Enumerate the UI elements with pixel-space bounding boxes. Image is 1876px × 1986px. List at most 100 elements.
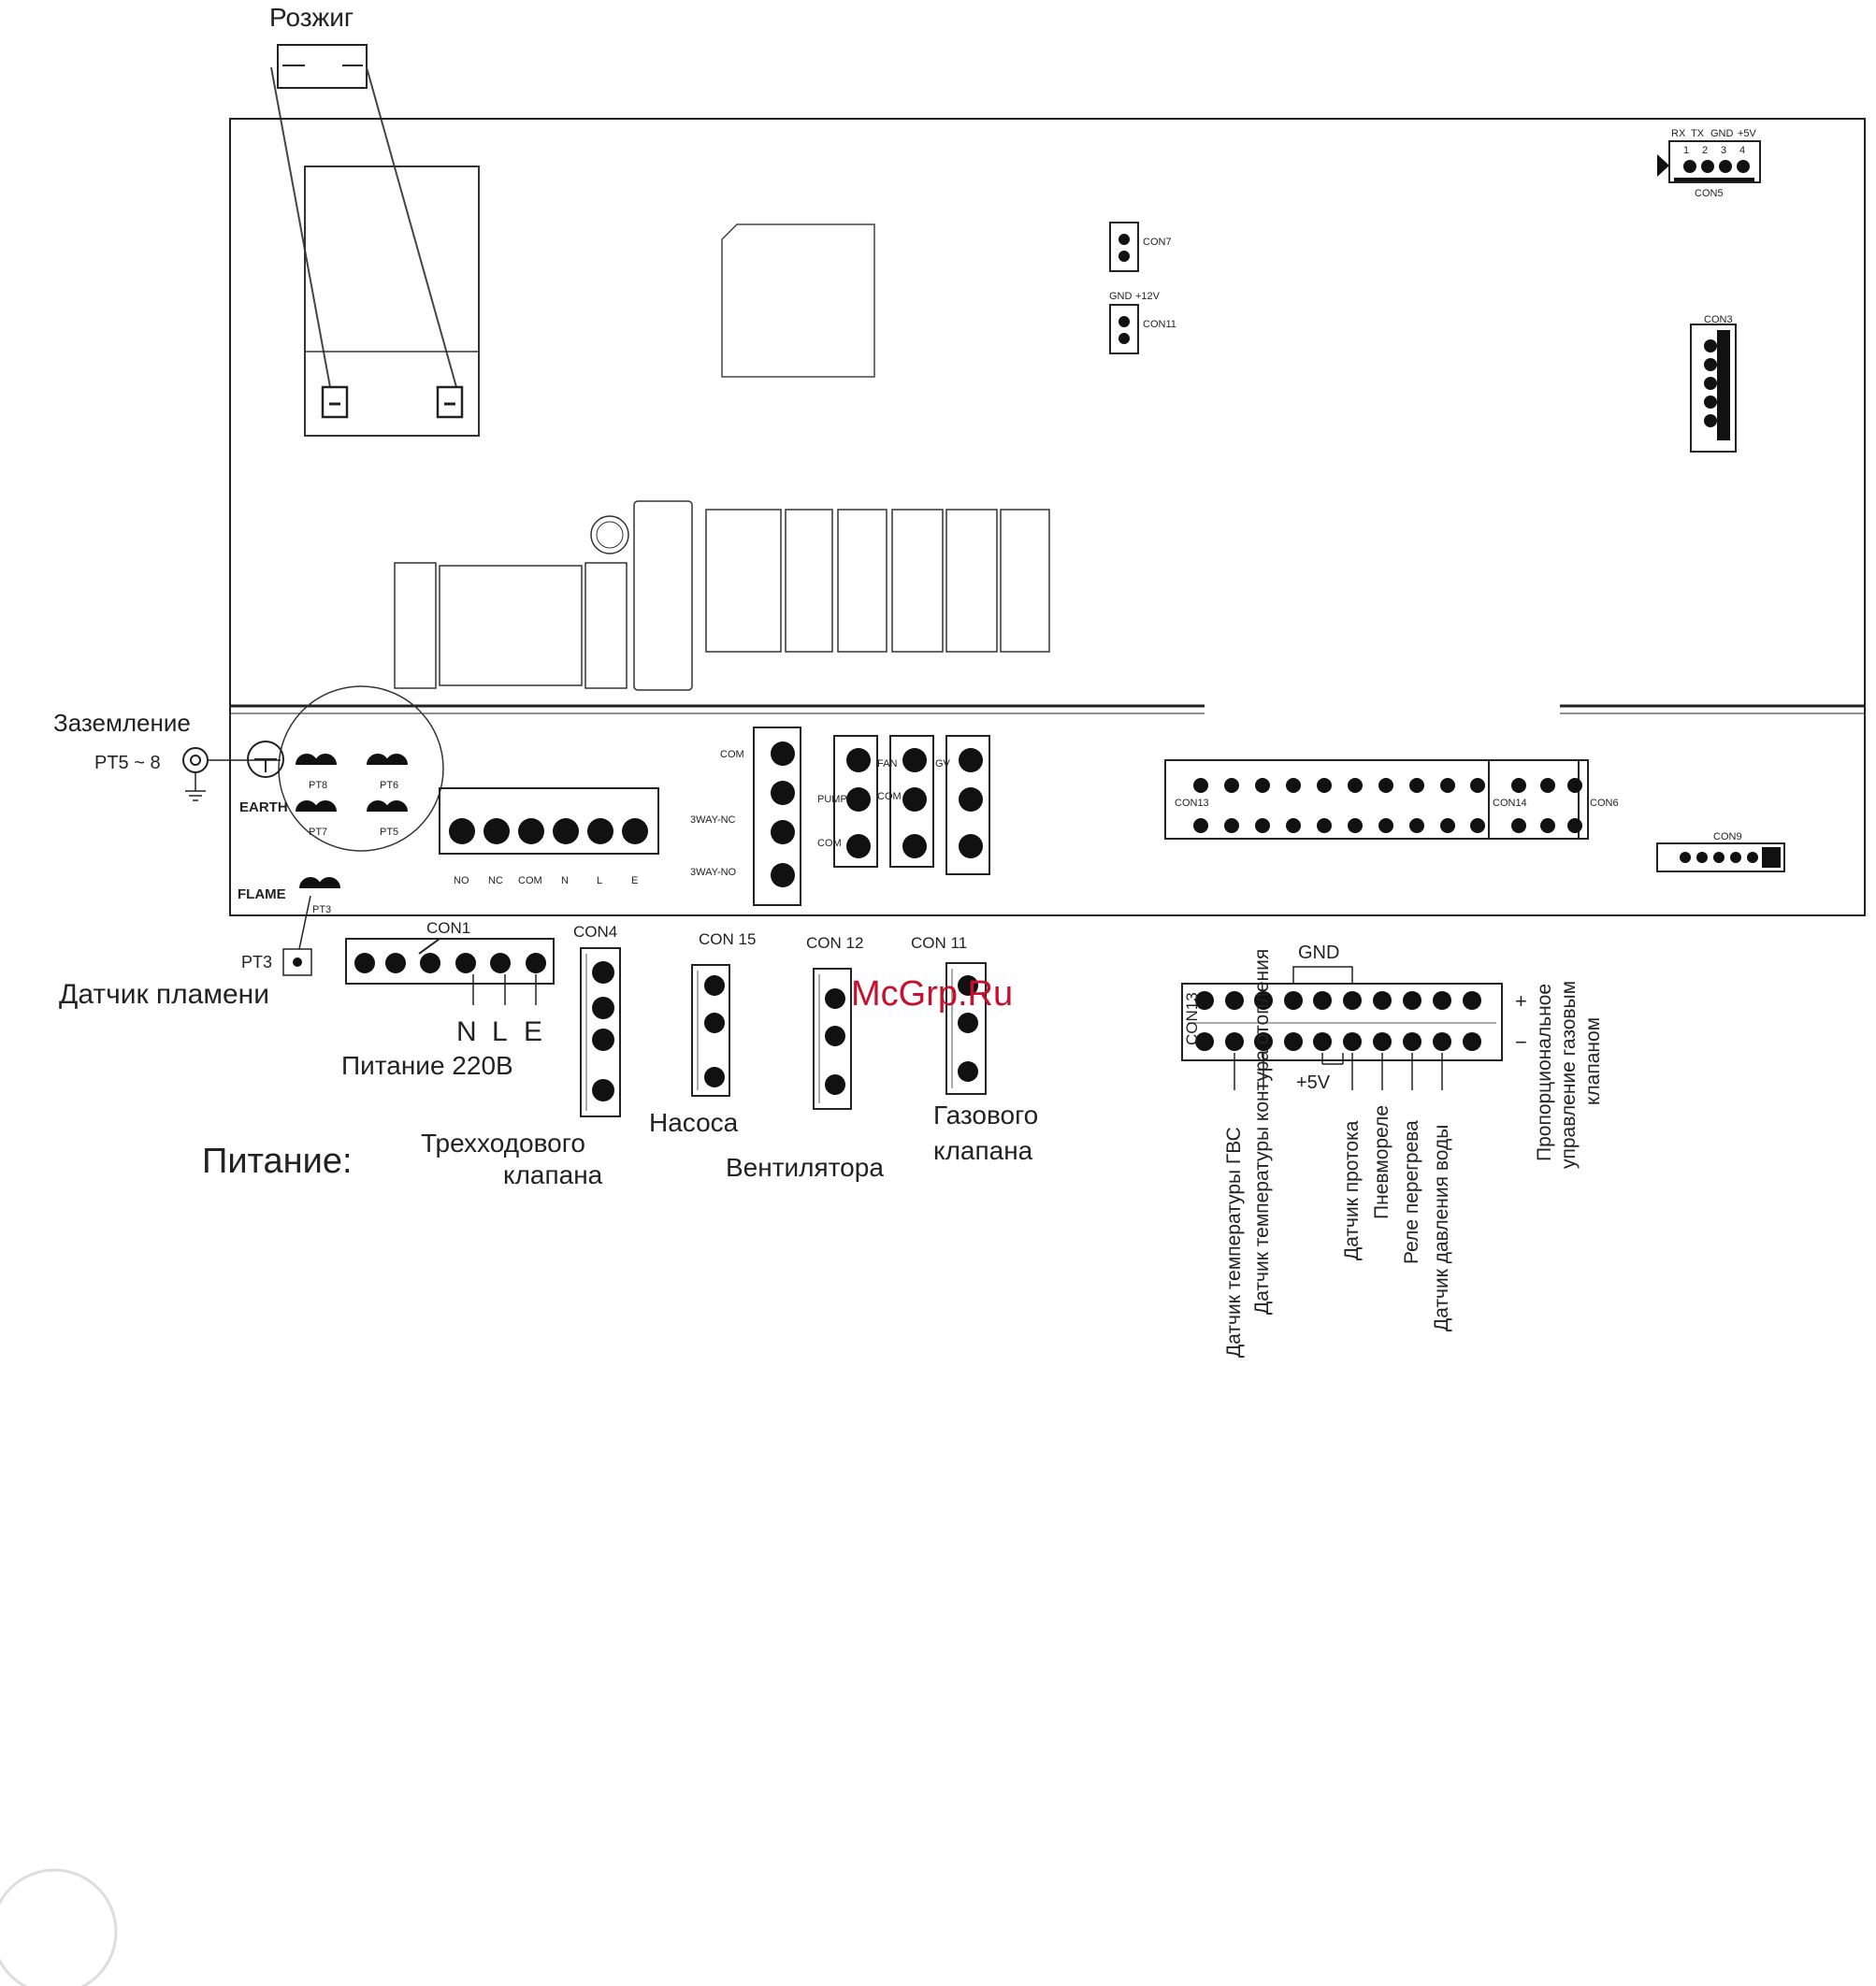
ignition-wire-left [270,66,331,388]
con1-pin-l: L [597,875,602,886]
ignition-transformer [277,44,368,89]
pt3-board-label: PT3 [312,904,331,915]
con11-gv-label: GV [935,758,951,770]
con11-detail-connector [945,962,987,1095]
transformer [439,565,583,686]
con4-pin-3way-no: 3WAY-NO [690,867,737,878]
con7-label: CON7 [1143,237,1172,248]
flame-sensor-box [282,948,312,976]
gas-valve-label-1: Газового [933,1101,1038,1130]
con15-detail-connector [691,964,730,1097]
earth-terminals-group [278,685,444,852]
fan-label: Вентилятора [726,1153,884,1182]
con1-e-label: E [524,1016,542,1047]
con4-pin-com: COM [720,749,744,760]
power-label: Питание: [202,1142,353,1181]
capacitor [590,515,629,554]
con5-connector [1668,140,1761,183]
gnd-small-label: GND [1109,291,1133,302]
con11-label-small: CON11 [1143,319,1176,330]
proportional-label-3: клапаном [1582,1017,1604,1105]
con11-board-connector [945,735,990,875]
con5-gnd-label: GND [1710,128,1734,139]
con3-connector [1690,324,1737,453]
proportional-label-1: Пропорциональное [1534,984,1555,1161]
component-block [584,562,628,689]
ignition-label: Розжиг [269,3,354,32]
pump-label: Насоса [649,1108,739,1137]
con13-board-label: CON13 [1175,798,1209,809]
sensor-heating-temp-label: Датчик температуры контура отопления [1251,949,1273,1315]
con12-detail-connector [813,968,852,1110]
three-way-label-2: клапана [503,1160,603,1189]
pt5-label: PT5 [380,827,398,838]
earth-screw-icon [247,741,284,778]
con5-5v-label: +5V [1738,128,1757,139]
con1-label: CON1 [426,919,470,937]
relay-2 [785,509,833,653]
ignition-wire-right [366,66,457,388]
ignition-terminal-left [321,385,349,419]
con9-label: CON9 [1713,831,1742,842]
power-12v-connector [1109,304,1139,354]
plus12v-label: +12V [1135,291,1161,302]
con12-fan-label: FAN [877,758,897,770]
sensor-pneumo-relay-label: Пневмореле [1371,1105,1393,1219]
microcontroller-chip [721,223,875,378]
relay-large [633,500,693,691]
con4-board-connector [753,727,801,906]
sensor-dhw-temp-label: Датчик температуры ГВС [1223,1127,1245,1358]
gnd-label: GND [1298,943,1339,963]
con13-detail-connector [1181,983,1503,1061]
con1-pin-n: N [561,875,569,886]
plus-label: + [1515,989,1527,1013]
gas-valve-label-2: клапана [933,1136,1033,1165]
three-way-label-1: Трехходового [421,1129,585,1158]
con4-label: CON4 [573,923,617,941]
con1-n-label: N [456,1016,477,1047]
con5-tx-label: TX [1691,128,1705,139]
con1-pin-com: COM [518,875,542,886]
watermark: McGrp.Ru [851,974,1013,1014]
relay-1 [705,509,782,653]
con5-rx-label: RX [1671,128,1686,139]
con12-board-connector [889,735,934,868]
relay-5 [945,509,998,653]
ignition-terminal-right [436,385,464,419]
pt6-label: PT6 [380,780,398,791]
con4-pin-3way-nc: 3WAY-NC [690,814,736,826]
con5-pin-2: 2 [1702,145,1708,156]
con13-board-pins [1193,778,1582,833]
con12-label: CON 12 [806,934,863,952]
power-220v-label: Питание 220В [341,1051,513,1080]
con15-pump-label: PUMP [817,794,847,805]
ground-terminal-icon [182,747,209,773]
con3-label: CON3 [1704,314,1733,325]
pt3-label: PT3 [241,953,272,971]
con1-detail-pins [354,953,546,973]
plus5v-label: +5V [1296,1072,1331,1093]
relay-6 [1000,509,1050,653]
con13-board-connector [1164,759,1589,840]
con5-pin-1: 1 [1683,145,1689,156]
control-board [229,118,1866,916]
page-corner-mark [0,1868,118,1986]
sensor-overheat-relay-label: Реле перегрева [1401,1120,1422,1264]
grounding-label: Заземление [53,709,191,737]
flame-sensor-label: Датчик пламени [59,979,269,1010]
con14-board-label: CON14 [1493,798,1527,809]
earth-board-label: EARTH [239,799,288,815]
con1-pin-e: E [631,875,638,886]
ignition-module [304,166,480,437]
con1-pin-no: NO [454,875,469,886]
sensor-flow-label: Датчик протока [1341,1120,1363,1260]
proportional-label-2: управление газовым [1558,981,1580,1169]
con5-pin-4: 4 [1739,145,1745,156]
sensor-water-pressure-label: Датчик давления воды [1431,1125,1452,1331]
pt5-8-label: PT5 ~ 8 [94,753,161,773]
con6-board-label: CON6 [1590,798,1619,809]
pt8-label: PT8 [309,780,327,791]
relay-4 [891,509,944,653]
pt7-label: PT7 [309,827,327,838]
